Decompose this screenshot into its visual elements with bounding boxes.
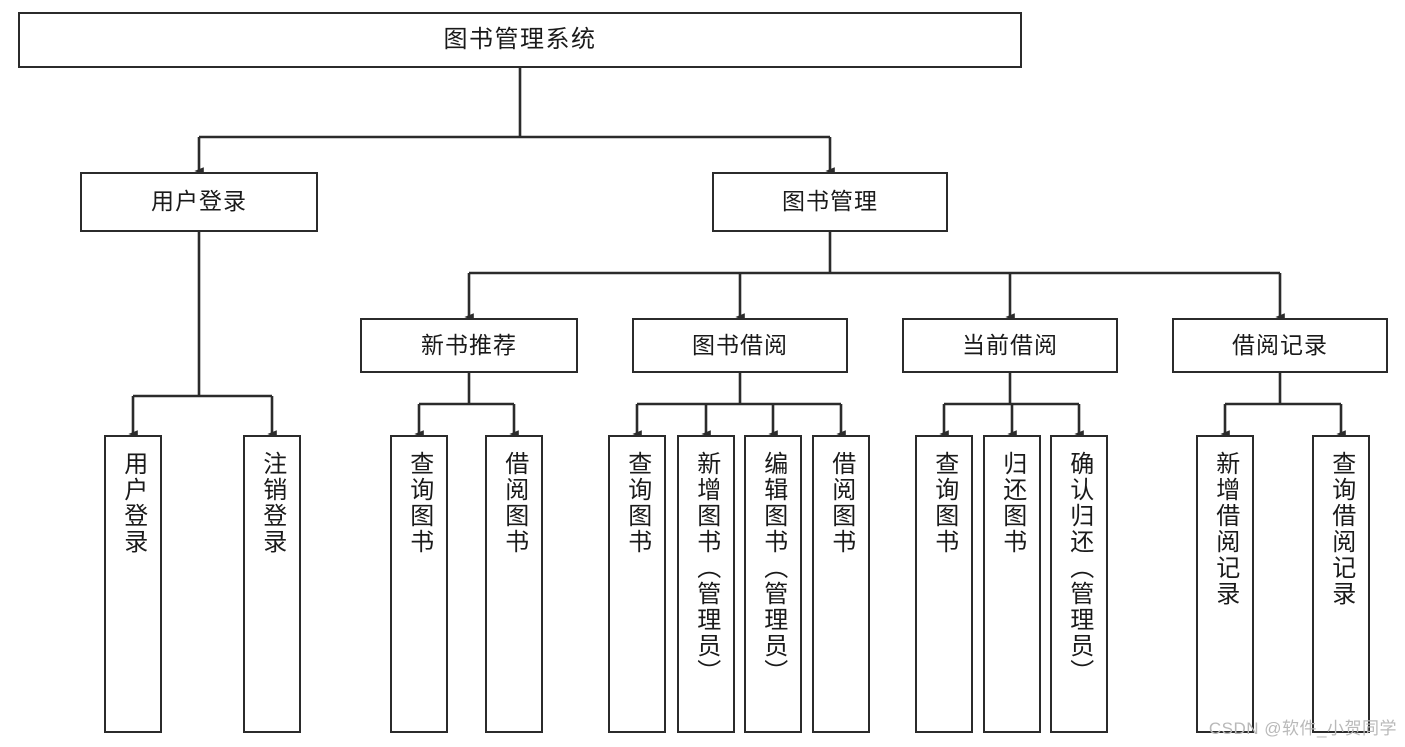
node-current-loan-label: 当前借阅 [962,331,1058,358]
node-leaf-lr-query-record-label: 查询借阅记录 [1327,451,1355,607]
node-leaf-rec-query-book[interactable]: 查询图书 [390,435,448,733]
node-leaf-cl-query-book-label: 查询图书 [930,451,958,555]
node-leaf-bb-edit-book[interactable]: 编辑图书（管理员） [744,435,802,733]
node-loan-record[interactable]: 借阅记录 [1172,318,1388,373]
node-new-book-recommend[interactable]: 新书推荐 [360,318,578,373]
node-leaf-cl-return-book[interactable]: 归还图书 [983,435,1041,733]
node-root-label: 图书管理系统 [443,25,597,53]
node-book-management-label: 图书管理 [782,188,878,215]
node-leaf-cl-confirm-return-label: 确认归还（管理员） [1065,451,1093,685]
node-leaf-user-login-label: 用户登录 [119,451,147,555]
node-user-login-label: 用户登录 [151,188,247,215]
node-current-loan[interactable]: 当前借阅 [902,318,1118,373]
node-leaf-lr-query-record[interactable]: 查询借阅记录 [1312,435,1370,733]
node-leaf-cl-return-book-label: 归还图书 [998,451,1026,555]
node-root[interactable]: 图书管理系统 [18,12,1022,68]
node-leaf-rec-borrow-book[interactable]: 借阅图书 [485,435,543,733]
node-leaf-cl-query-book[interactable]: 查询图书 [915,435,973,733]
node-leaf-bb-query-book[interactable]: 查询图书 [608,435,666,733]
watermark: CSDN @软件_小贺同学 [1208,719,1397,738]
node-new-book-recommend-label: 新书推荐 [421,331,517,358]
node-book-borrow[interactable]: 图书借阅 [632,318,848,373]
node-leaf-bb-borrow-book[interactable]: 借阅图书 [812,435,870,733]
node-leaf-bb-add-book[interactable]: 新增图书（管理员） [677,435,735,733]
node-leaf-cl-confirm-return[interactable]: 确认归还（管理员） [1050,435,1108,733]
node-leaf-lr-add-record[interactable]: 新增借阅记录 [1196,435,1254,733]
node-leaf-bb-borrow-book-label: 借阅图书 [827,451,855,555]
node-leaf-bb-add-book-label: 新增图书（管理员） [692,451,720,685]
node-leaf-lr-add-record-label: 新增借阅记录 [1211,451,1239,607]
node-leaf-user-logout[interactable]: 注销登录 [243,435,301,733]
node-leaf-bb-edit-book-label: 编辑图书（管理员） [759,451,787,685]
node-book-borrow-label: 图书借阅 [692,331,788,358]
node-user-login[interactable]: 用户登录 [80,172,318,232]
node-book-management[interactable]: 图书管理 [712,172,948,232]
node-loan-record-label: 借阅记录 [1232,331,1328,358]
node-leaf-user-login[interactable]: 用户登录 [104,435,162,733]
node-leaf-user-logout-label: 注销登录 [258,451,286,555]
node-leaf-rec-borrow-book-label: 借阅图书 [500,451,528,555]
node-leaf-bb-query-book-label: 查询图书 [623,451,651,555]
node-leaf-rec-query-book-label: 查询图书 [405,451,433,555]
